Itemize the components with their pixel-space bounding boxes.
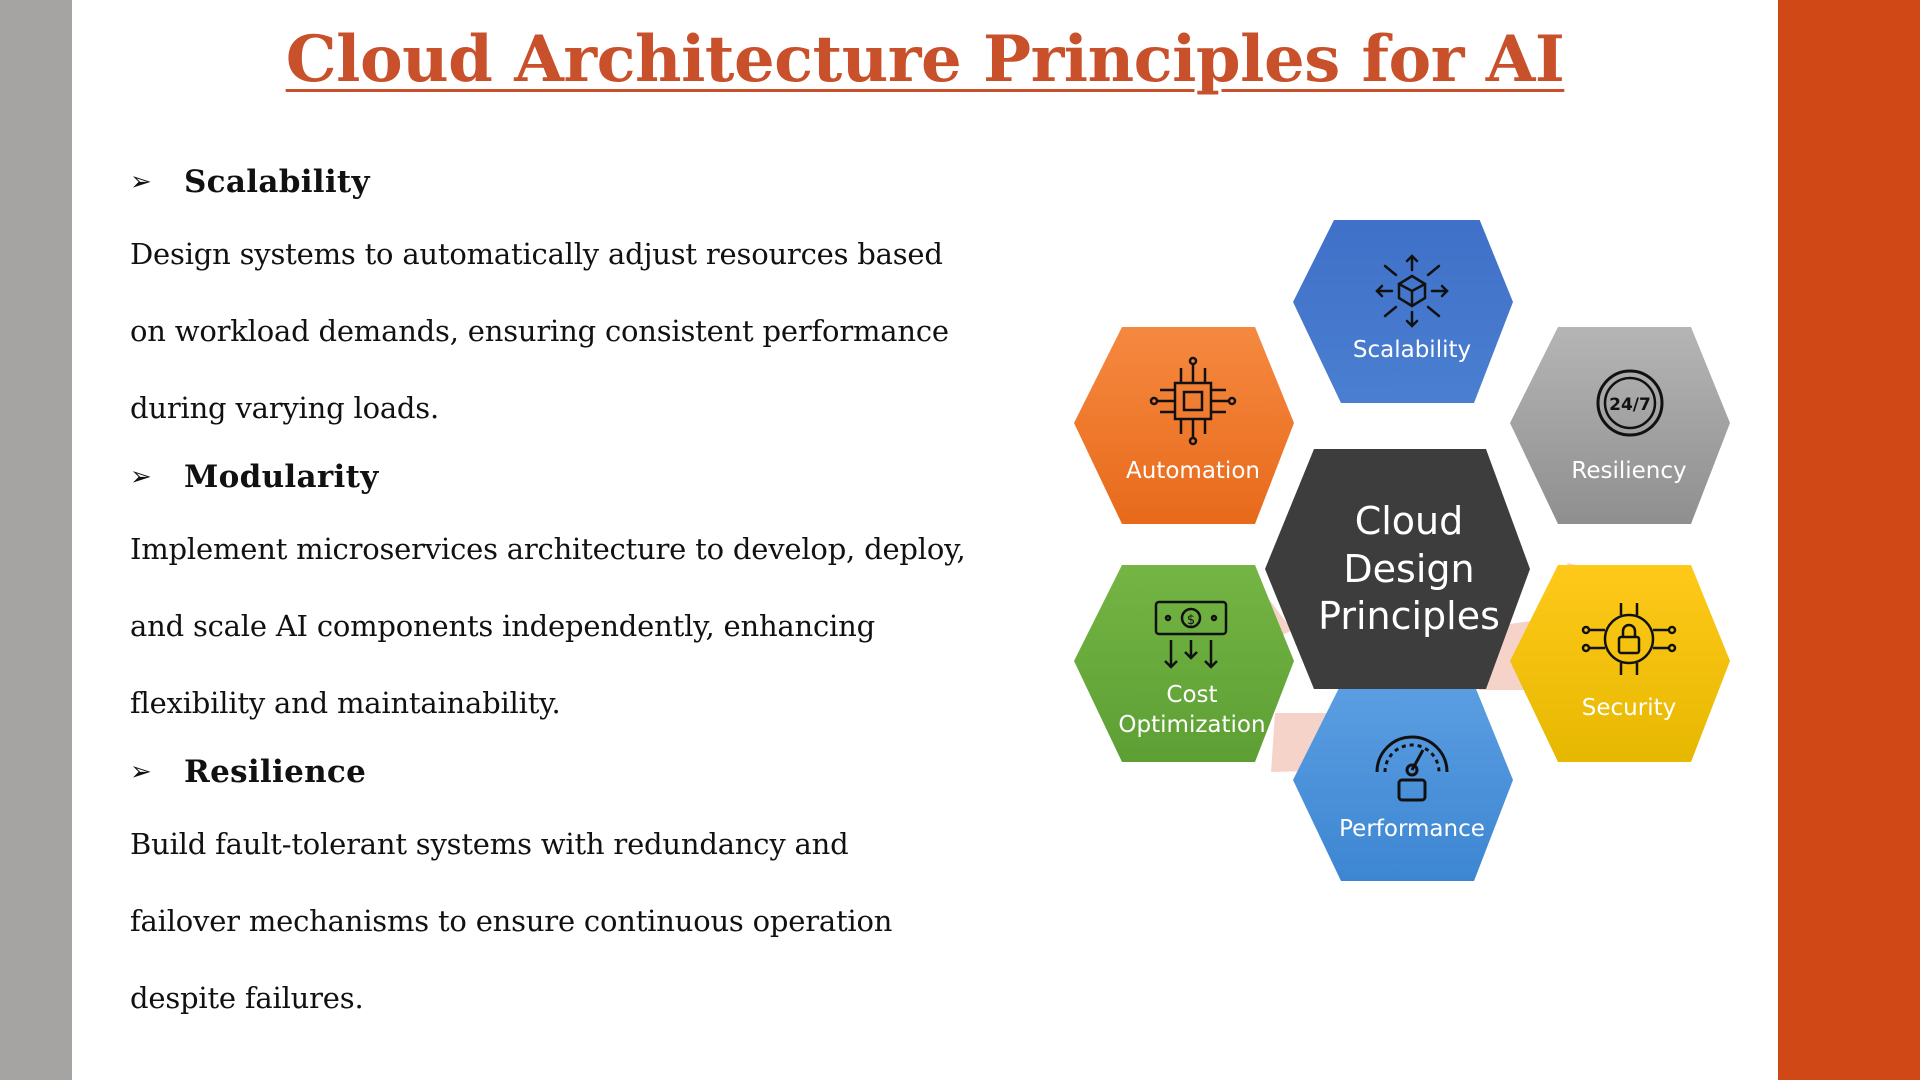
body-line: despite failures. [130, 981, 364, 1015]
arrow-bullet-icon: ➢ [130, 462, 152, 492]
body-line: failover mechanisms to ensure continuous… [130, 904, 893, 938]
right-accent-bar [1778, 0, 1920, 1080]
performance-hexagon [1293, 684, 1513, 881]
body-line: Implement microservices architecture to … [130, 532, 966, 566]
body-line: during varying loads. [130, 391, 439, 425]
arrow-bullet-icon: ➢ [130, 167, 152, 197]
automation-hexagon [1074, 327, 1294, 524]
section-heading-label: Scalability [184, 164, 370, 200]
cloud-design-principles-diagram: Cloud Design Principles Scalability 24/7… [1074, 220, 1730, 881]
cost-label-line: Optimization [1118, 712, 1265, 738]
principles-list: ➢ Scalability Design systems to automati… [130, 152, 1000, 1037]
center-hexagon [1265, 449, 1530, 689]
section-body-scalability: Design systems to automatically adjust r… [130, 212, 1000, 447]
security-label: Security [1582, 695, 1676, 721]
section-body-resilience: Build fault-tolerant systems with redund… [130, 802, 1000, 1037]
section-heading-resilience: ➢ Resilience [130, 742, 1000, 802]
cost-label-line: Cost [1166, 682, 1217, 708]
section-heading-label: Modularity [184, 459, 379, 495]
body-line: Design systems to automatically adjust r… [130, 237, 943, 271]
resiliency-label: Resiliency [1571, 458, 1686, 484]
section-body-modularity: Implement microservices architecture to … [130, 507, 1000, 742]
chip-circuit-icon [1149, 356, 1237, 446]
slide-title: Cloud Architecture Principles for AI [285, 22, 1565, 97]
lock-circuit-icon [1581, 603, 1677, 675]
clock-247-label: 24/7 [1609, 395, 1651, 415]
scalability-hexagon [1293, 220, 1513, 403]
center-label-line: Cloud [1355, 499, 1464, 543]
svg-text:$: $ [1187, 613, 1195, 628]
body-line: flexibility and maintainability. [130, 686, 561, 720]
automation-label: Automation [1126, 458, 1260, 484]
scalability-label: Scalability [1353, 337, 1471, 363]
body-line: and scale AI components independently, e… [130, 609, 875, 643]
performance-label: Performance [1339, 816, 1485, 842]
left-accent-bar [0, 0, 72, 1080]
body-line: Build fault-tolerant systems with redund… [130, 827, 849, 861]
cube-arrows-icon [1375, 254, 1449, 328]
center-label-line: Principles [1318, 594, 1500, 638]
body-line: on workload demands, ensuring consistent… [130, 314, 949, 348]
section-heading-scalability: ➢ Scalability [130, 152, 1000, 212]
gauge-icon [1375, 735, 1449, 802]
clock-247-icon: 24/7 [1596, 369, 1664, 437]
arrow-bullet-icon: ➢ [130, 757, 152, 787]
money-down-arrows-icon: $ [1154, 600, 1228, 669]
section-heading-modularity: ➢ Modularity [130, 447, 1000, 507]
center-label-line: Design [1343, 547, 1474, 591]
section-heading-label: Resilience [184, 754, 367, 790]
cost-optimization-hexagon [1074, 565, 1294, 762]
